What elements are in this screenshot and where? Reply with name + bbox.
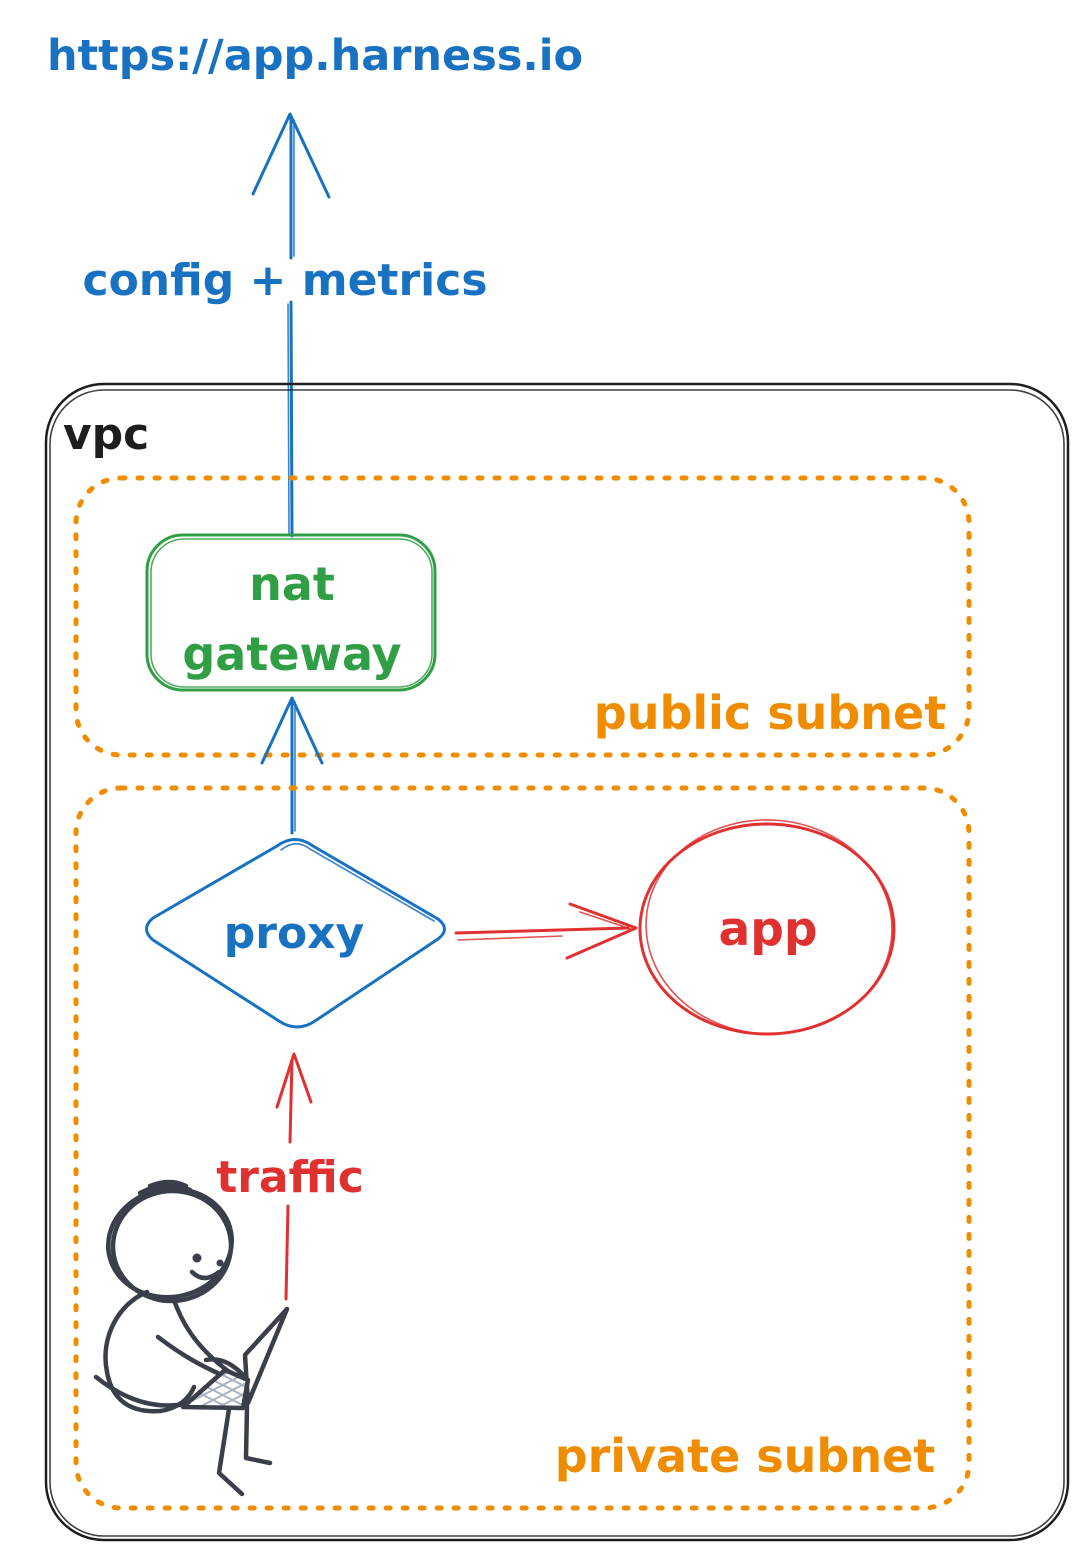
proxy-to-app-arrow bbox=[454, 902, 638, 960]
traffic-arrow bbox=[275, 1052, 313, 1301]
traffic-label: traffic bbox=[216, 1152, 364, 1203]
nat-gateway-label-line1: nat bbox=[249, 557, 335, 611]
config-metrics-arrow bbox=[251, 112, 331, 538]
vpc-container bbox=[44, 382, 1070, 1542]
private-subnet-label: private subnet bbox=[555, 1429, 936, 1483]
person-with-laptop-icon bbox=[93, 1179, 290, 1497]
public-subnet-container bbox=[73, 475, 972, 758]
proxy-label: proxy bbox=[224, 908, 365, 959]
nat-gateway-label-line2: gateway bbox=[182, 627, 401, 681]
proxy-to-natgateway-arrow bbox=[260, 696, 324, 835]
public-subnet-label: public subnet bbox=[594, 686, 946, 740]
app-label: app bbox=[718, 902, 817, 957]
app-node: app bbox=[638, 819, 896, 1036]
proxy-node: proxy bbox=[145, 838, 446, 1029]
nat-gateway-node: nat gateway bbox=[145, 533, 437, 692]
config-metrics-label: config + metrics bbox=[82, 255, 487, 306]
harness-url-label: https://app.harness.io bbox=[47, 31, 583, 81]
vpc-label: vpc bbox=[63, 409, 149, 460]
private-subnet-container bbox=[73, 785, 972, 1511]
